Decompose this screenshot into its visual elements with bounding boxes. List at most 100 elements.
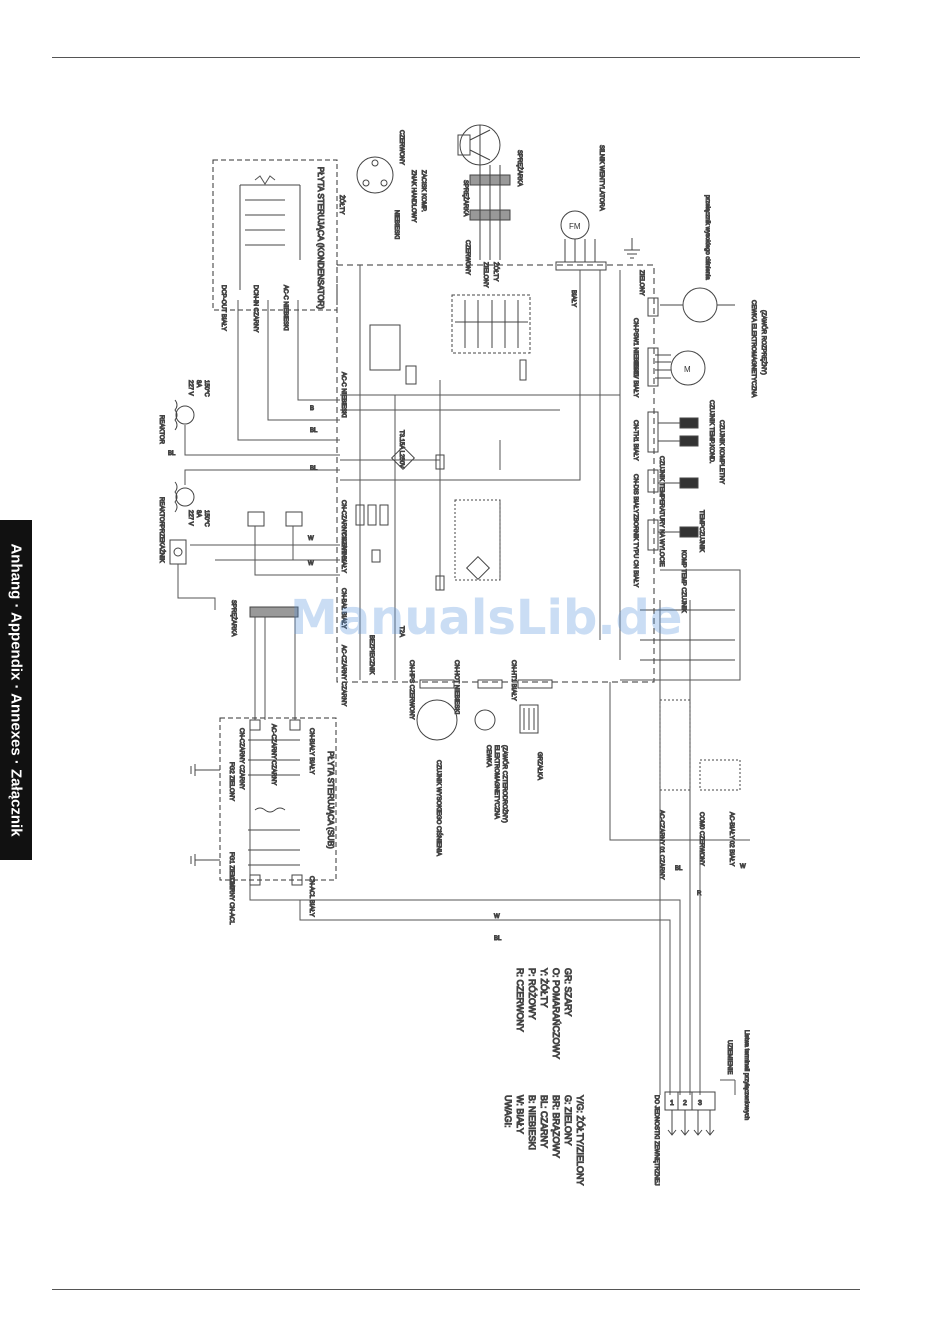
svg-text:CN-ACL BIAŁY: CN-ACL BIAŁY (308, 876, 314, 917)
svg-text:CN-RY1 BIAŁY: CN-RY1 BIAŁY (340, 532, 346, 573)
svg-text:DO JEDNOSTKI ZEWNĘTRZNEJ: DO JEDNOSTKI ZEWNĘTRZNEJ (653, 1095, 659, 1186)
svg-text:CN-TH1 BIAŁY: CN-TH1 BIAŁY (632, 420, 638, 461)
svg-text:przełącznik wysokiego ciśnieni: przełącznik wysokiego ciśnienia (704, 195, 710, 280)
svg-text:AC-CZARNY 01 CZARNY: AC-CZARNY 01 CZARNY (658, 810, 664, 880)
svg-text:FG2 ZIELONY: FG2 ZIELONY (228, 762, 234, 801)
svg-text:CN-EV BIAŁY: CN-EV BIAŁY (632, 360, 638, 397)
svg-text:W: W (308, 561, 314, 567)
heater: GRZAŁKA (517, 679, 553, 781)
svg-text:T2A: T2A (398, 626, 404, 637)
svg-text:CN-HT1 BIAŁY: CN-HT1 BIAŁY (510, 660, 516, 701)
svg-text:BR: BRĄZOWY: BR: BRĄZOWY (551, 1095, 561, 1158)
svg-text:FG1 ZIELONY: FG1 ZIELONY (228, 852, 234, 891)
expansion-valve-coil: M (655, 350, 706, 386)
inverter-enclosure (336, 264, 655, 683)
compressor-label: SPRĘŻARKA (516, 150, 523, 186)
capacitor-bank (355, 445, 501, 591)
svg-text:1: 1 (670, 1100, 674, 1107)
svg-text:DCN-IN CZARNY: DCN-IN CZARNY (252, 285, 258, 332)
svg-text:AC-C NIEBIESKI: AC-C NIEBIESKI (340, 372, 346, 418)
svg-text:CN-PSW1 NIEBIESKI: CN-PSW1 NIEBIESKI (632, 318, 638, 377)
svg-text:UZIEMIENIE: UZIEMIENIE (726, 1040, 732, 1074)
svg-text:R: CZERWONY: R: CZERWONY (515, 968, 525, 1032)
ground-icon (190, 854, 220, 866)
svg-text:G: ZIELONY: G: ZIELONY (563, 1095, 573, 1146)
svg-text:O: POMARAŃCZOWY: O: POMARAŃCZOWY (551, 968, 561, 1059)
svg-text:8A: 8A (195, 380, 201, 387)
svg-text:CZUJNIK WYSOKIEGO CIŚNIENIA: CZUJNIK WYSOKIEGO CIŚNIENIA (435, 760, 443, 856)
svg-text:AC-BIAŁY 02 BIAŁY: AC-BIAŁY 02 BIAŁY (728, 812, 734, 866)
svg-text:(ZAWÓR ROZPRĘŻNY): (ZAWÓR ROZPRĘŻNY) (760, 310, 767, 375)
svg-text:GR: SZARY: GR: SZARY (563, 968, 573, 1016)
svg-text:B: B (310, 406, 314, 412)
svg-text:2: 2 (683, 1100, 687, 1107)
svg-text:SPRĘŻARKA: SPRĘŻARKA (230, 600, 237, 636)
svg-text:TEMPCZUJNIK: TEMPCZUJNIK (698, 510, 704, 552)
color-legend: UWAGI: W: BIAŁY B: NIEBIESKI BL: CZARNY … (503, 968, 586, 1187)
svg-text:ŻÓŁTY: ŻÓŁTY (492, 262, 499, 281)
svg-text:CN-CZARNY CZARNY: CN-CZARNY CZARNY (238, 728, 244, 790)
main-board-label: PŁYTA STERUJĄCA (KONDENSATOR) (316, 167, 325, 310)
svg-text:CN-BAŁ BIAŁY: CN-BAŁ BIAŁY (340, 588, 346, 629)
fan-motor-label: SILNIK WENTYLATORA (598, 145, 604, 211)
svg-text:CEWKA ELEKTROMAGNETYCZNA: CEWKA ELEKTROMAGNETYCZNA (750, 300, 756, 397)
svg-text:BL: BL (310, 466, 318, 472)
filter-circuit: AC-CZARNY 01 CZARNY COM0 CZERWONY AC-BIA… (640, 609, 741, 880)
svg-text:T3.15A L250V: T3.15A L250V (398, 430, 404, 468)
svg-text:KOMP TEMP CZUJNIK: KOMP TEMP CZUJNIK (680, 550, 686, 613)
svg-text:3: 3 (698, 1100, 702, 1107)
svg-text:227 V: 227 V (187, 510, 193, 526)
svg-text:ZIELONY: ZIELONY (638, 270, 644, 296)
hp-sensor: CZUJNIK WYSOKIEGO CIŚNIENIA (416, 679, 458, 857)
top-rule (52, 57, 860, 58)
svg-text:ZACISK KOMP.: ZACISK KOMP. (420, 170, 426, 212)
svg-text:CZARNY CN-ACL: CZARNY CN-ACL (228, 876, 234, 925)
svg-text:M: M (684, 365, 691, 374)
svg-text:BL: BL (310, 428, 318, 434)
pressure-switch: przełącznik wysokiego ciśnienia CEWKA EL… (660, 195, 768, 398)
svg-text:REAKTOR: REAKTOR (158, 415, 164, 445)
svg-text:PRZEKAŹNIK: PRZEKAŹNIK (158, 525, 165, 563)
svg-text:CN-HOT NIEBIESKI: CN-HOT NIEBIESKI (453, 660, 459, 715)
compressor-label-2: SPRĘŻARKA (462, 180, 469, 216)
svg-text:(ZAWÓR CZTERODROŻNY): (ZAWÓR CZTERODROŻNY) (501, 745, 508, 823)
ground-icon (624, 238, 640, 259)
svg-text:W: BIAŁY: W: BIAŁY (515, 1095, 525, 1134)
svg-text:ZBORNIK TYPU CN BIAŁY: ZBORNIK TYPU CN BIAŁY (632, 514, 638, 587)
inverter-module (369, 294, 531, 385)
svg-text:AC-CZARNY CZARNY: AC-CZARNY CZARNY (340, 645, 346, 706)
wiring (177, 265, 750, 1095)
svg-text:W: W (494, 914, 500, 920)
watermark: ManualsLib.de (290, 590, 683, 646)
svg-text:BIAŁY: BIAŁY (570, 290, 576, 307)
terminal-strip: 1 2 3 DO JEDNOSTKI ZEWNĘTRZNEJ UZIEMIENI… (653, 1030, 750, 1187)
svg-text:ZNAK HANDLOWY: ZNAK HANDLOWY (410, 170, 416, 222)
svg-text:BL: CZARNY: BL: CZARNY (539, 1095, 549, 1148)
svg-text:Y/G: ŻÓŁTY/ZIELONY: Y/G: ŻÓŁTY/ZIELONY (575, 1095, 585, 1186)
svg-text:150°C: 150°C (203, 510, 209, 527)
ground-icon (190, 764, 220, 776)
bottom-rule (52, 1289, 860, 1290)
svg-text:CZERWONY: CZERWONY (398, 130, 404, 165)
svg-text:8A: 8A (195, 510, 201, 517)
svg-text:CN-HPS CZERWONY: CN-HPS CZERWONY (408, 660, 414, 720)
svg-text:R: R (697, 891, 702, 897)
relay: PRZEKAŹNIK (158, 511, 303, 565)
svg-text:BL: BL (168, 451, 176, 457)
svg-text:CN-DIS BIAŁY: CN-DIS BIAŁY (632, 474, 638, 513)
svg-text:UWAGI:: UWAGI: (503, 1095, 513, 1128)
sub-board: PŁYTA STERUJĄCA (SUB) FG2 ZIELONY FG1 ZI… (219, 717, 337, 926)
main-connector-labels: DCP-OUT BIAŁY DCN-IN CZARNY AC-C NIEBIES… (220, 285, 517, 721)
svg-text:W: W (308, 536, 314, 542)
compressor-top: SPRĘŻARKA SPRĘŻARKA (457, 124, 524, 260)
svg-text:BL: BL (494, 936, 502, 942)
svg-text:CEWKA: CEWKA (485, 745, 491, 767)
svg-text:P: RÓŻOWY: P: RÓŻOWY (527, 968, 537, 1020)
svg-text:Listwa terminali przyłączeniow: Listwa terminali przyłączeniowych (743, 1030, 749, 1120)
svg-text:CN-BIAŁY BIAŁY: CN-BIAŁY BIAŁY (308, 728, 314, 774)
four-way-valve: CEWKA ELEKTROMAGNETYCZNA (ZAWÓR CZTERODR… (474, 679, 509, 823)
svg-text:150°C: 150°C (203, 380, 209, 397)
svg-text:W: W (740, 864, 746, 870)
reactors: REAKTOR REAKTOR 227 V 8A 150°C 227 V 8A … (158, 380, 210, 528)
